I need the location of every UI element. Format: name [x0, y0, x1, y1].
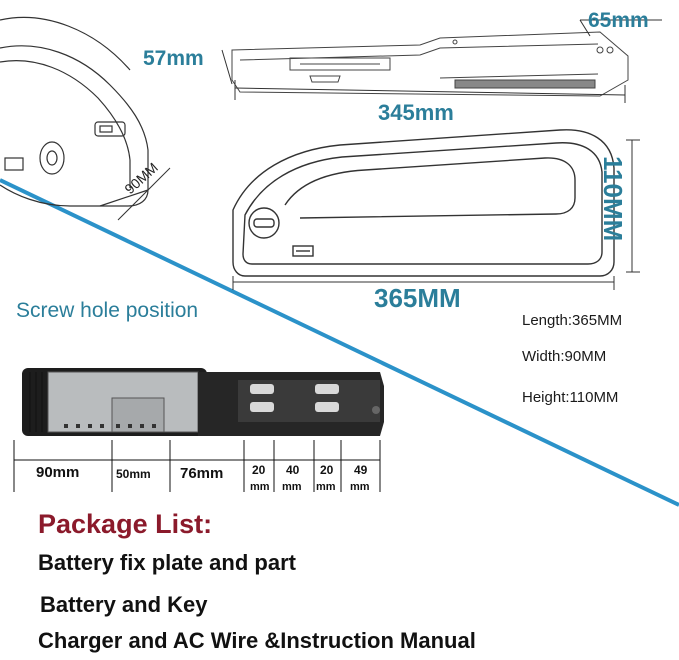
package-item-2: Battery and Key: [40, 592, 208, 617]
bottom-dim-49: 49: [354, 463, 368, 477]
battery-side-profile: [232, 129, 615, 277]
bottom-dim-20a-unit: mm: [250, 481, 270, 493]
bottom-dim-20a: 20: [252, 463, 266, 477]
diagonal-divider: [0, 178, 679, 507]
bottom-dim-20b: 20: [320, 463, 334, 477]
battery-end-perspective: [0, 16, 149, 207]
bottom-dim-40: 40: [286, 463, 300, 477]
spec-width: Width:90MM: [522, 348, 607, 365]
base-plate: [22, 368, 384, 436]
screw-hole-title: Screw hole position: [16, 299, 199, 322]
package-item-1: Battery fix plate and part: [38, 550, 296, 575]
bottom-dim-50mm: 50mm: [116, 467, 151, 481]
bottom-dim-40-unit: mm: [282, 481, 302, 493]
screw-dimension-lines: [13, 440, 381, 492]
bottom-dim-20b-unit: mm: [316, 481, 336, 493]
dim-leader-65: [579, 19, 591, 37]
dim-label-65mm: 65mm: [588, 9, 649, 32]
package-list-title: Package List:: [38, 509, 213, 539]
dim-label-345mm: 345mm: [378, 100, 454, 125]
dim-label-57mm: 57mm: [143, 47, 204, 70]
spec-height: Height:110MM: [522, 389, 619, 406]
package-item-3: Charger and AC Wire &Instruction Manual: [38, 628, 476, 653]
dim-line-57: [221, 49, 233, 85]
dim-label-365mm: 365MM: [374, 283, 461, 313]
spec-length: Length:365MM: [522, 312, 623, 329]
mounting-rail: [231, 31, 629, 97]
bottom-dim-90mm: 90mm: [36, 464, 80, 481]
dim-line-90-top: [117, 167, 171, 221]
dim-line-345: [234, 87, 626, 96]
bottom-dim-49-unit: mm: [350, 481, 370, 493]
bottom-dim-76mm: 76mm: [180, 465, 224, 482]
dim-label-110mm: 110MM: [598, 156, 628, 242]
